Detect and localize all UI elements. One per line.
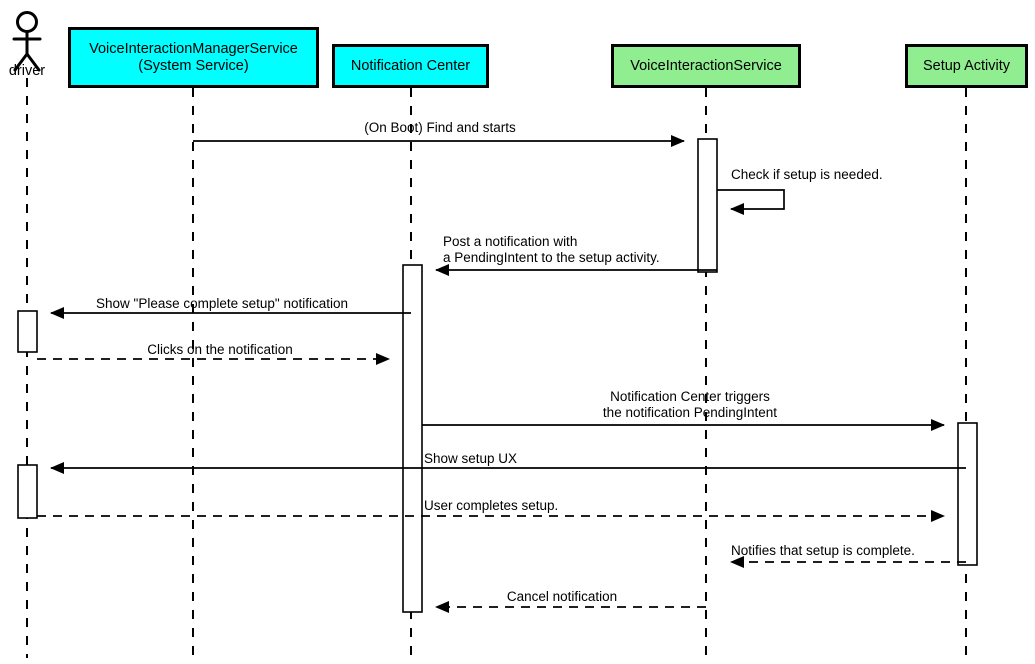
msg-check-if-setup-needed (717, 189, 785, 215)
participant-box-setup-activity[interactable]: Setup Activity (905, 44, 1028, 88)
participant-label-vis: VoiceInteractionService (630, 57, 782, 74)
participant-label-vims: VoiceInteractionManagerService (System S… (89, 40, 298, 74)
activation-bar-driver (17, 310, 38, 353)
activation-bar-driver (17, 464, 38, 519)
msg-cancel-notification-label: Cancel notification (506, 589, 618, 604)
actor-icon-driver (12, 11, 42, 72)
msg-notifies-setup-complete-label: Notifies that setup is complete. (731, 543, 915, 558)
msg-user-completes-setup-label: User completes setup. (424, 498, 559, 513)
participant-box-notification-center[interactable]: Notification Center (332, 44, 489, 88)
activation-bar-vis (697, 138, 718, 273)
activation-bar-setup-activity (957, 422, 978, 566)
msg-show-setup-notification-label: Show "Please complete setup" notificatio… (96, 296, 348, 311)
participant-box-vis[interactable]: VoiceInteractionService (611, 44, 801, 88)
activation-bar-notification-center (402, 264, 423, 613)
msg-find-and-starts-label: (On Boot) Find and starts (364, 120, 516, 135)
msg-post-notification-label: Post a notification with a PendingIntent… (443, 234, 660, 265)
activations-layer (17, 138, 978, 613)
messages-layer (37, 135, 966, 613)
msg-show-setup-ux-label: Show setup UX (424, 451, 518, 466)
msg-clicks-on-notification-label: Clicks on the notification (147, 342, 293, 357)
msg-check-if-setup-needed-line (717, 189, 785, 215)
participant-label-setup-activity: Setup Activity (922, 57, 1011, 74)
participant-label-notification-center: Notification Center (350, 57, 471, 74)
participant-label-driver: driver (8, 63, 46, 79)
msg-check-if-setup-needed-label: Check if setup is needed. (731, 167, 883, 182)
msg-triggers-pendingintent-label: Notification Center triggers the notific… (602, 389, 778, 420)
lifelines-layer (26, 78, 967, 658)
actor-glyph-layer (12, 11, 42, 72)
participant-box-vims[interactable]: VoiceInteractionManagerService (System S… (68, 27, 319, 88)
